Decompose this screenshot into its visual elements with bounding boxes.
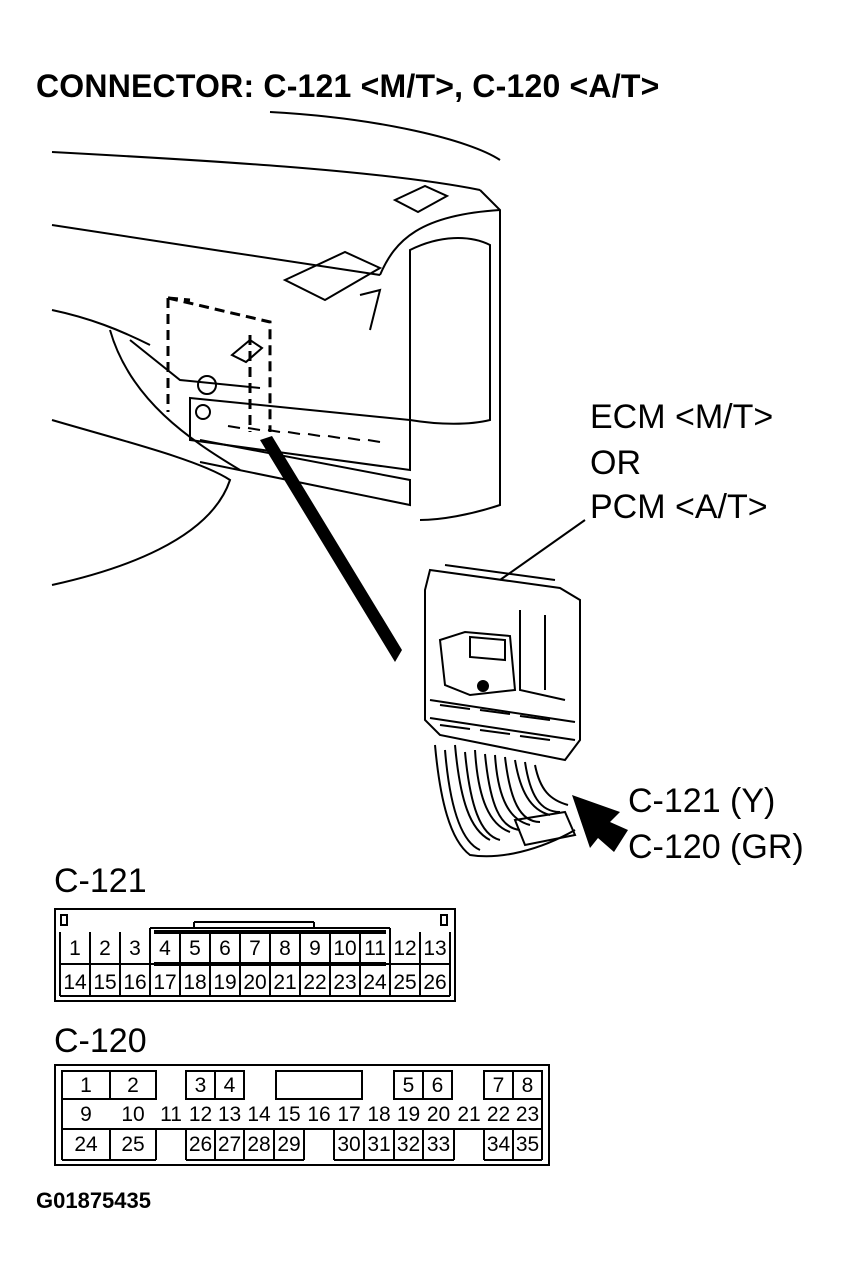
c120-pin: 25 — [121, 1133, 145, 1156]
c120-pin: 18 — [367, 1103, 391, 1126]
c120-pin: 23 — [515, 1103, 540, 1126]
c120-pin: 24 — [74, 1133, 98, 1156]
c121-title: C-121 — [54, 862, 147, 900]
c120-pin: 3 — [194, 1074, 207, 1097]
c121-pin: 24 — [363, 971, 387, 994]
c121-pin: 16 — [123, 971, 147, 994]
callout-ecm: ECM <M/T> — [590, 398, 774, 436]
callout-or: OR — [590, 444, 641, 482]
c121-pin: 12 — [393, 937, 417, 960]
c121-pin: 8 — [279, 937, 291, 960]
c121-pin: 20 — [243, 971, 267, 994]
c121-pin: 9 — [309, 937, 321, 960]
c121-pin: 6 — [219, 937, 231, 960]
label-c121-color: C-121 (Y) — [628, 782, 776, 820]
c120-pin: 10 — [121, 1103, 145, 1126]
c120-pin: 12 — [188, 1103, 213, 1126]
dashboard-ecm-illustration — [51, 111, 628, 858]
c121-connector-face: 1 2 3 4 5 6 7 8 9 10 11 12 13 14 15 16 1… — [54, 908, 456, 1004]
c121-pin: 14 — [63, 971, 87, 994]
c120-pin: 8 — [521, 1074, 534, 1097]
diagram-title: CONNECTOR: C-121 <M/T>, C-120 <A/T> — [36, 68, 660, 104]
callout-pcm: PCM <A/T> — [590, 488, 768, 526]
c120-pin: 17 — [337, 1103, 361, 1126]
c120-pin: 6 — [431, 1074, 444, 1097]
c121-pin: 4 — [159, 937, 171, 960]
c120-pin: 2 — [127, 1074, 139, 1097]
c121-pin: 18 — [183, 971, 207, 994]
c120-pin: 15 — [277, 1103, 301, 1126]
c121-pin: 11 — [364, 937, 386, 960]
c121-pin: 2 — [99, 937, 111, 960]
c120-title: C-120 — [54, 1022, 147, 1060]
c121-pin: 22 — [303, 971, 327, 994]
figure-id: G01875435 — [36, 1188, 151, 1213]
c121-pin: 26 — [423, 971, 447, 994]
c121-pin: 25 — [393, 971, 417, 994]
c120-pin: 27 — [217, 1133, 242, 1156]
c120-pin: 33 — [426, 1133, 451, 1156]
c121-pin: 13 — [423, 937, 447, 960]
c120-pin: 22 — [486, 1103, 511, 1126]
c120-pin: 4 — [223, 1074, 236, 1097]
c121-pin: 17 — [153, 971, 177, 994]
c120-pin: 21 — [457, 1103, 481, 1126]
c120-pin: 28 — [247, 1133, 271, 1156]
c120-pin: 19 — [396, 1103, 421, 1126]
c121-pin: 19 — [213, 971, 237, 994]
c120-pin: 35 — [515, 1133, 540, 1156]
c120-pin: 30 — [337, 1133, 361, 1156]
c120-pin: 11 — [160, 1103, 182, 1126]
c121-pin: 10 — [333, 937, 357, 960]
c120-pin: 31 — [367, 1133, 391, 1156]
c121-pin: 15 — [93, 971, 117, 994]
c120-pin: 5 — [402, 1074, 415, 1097]
c120-pin: 29 — [277, 1133, 301, 1156]
c120-pin: 20 — [426, 1103, 451, 1126]
c120-pin: 13 — [217, 1103, 242, 1126]
c120-pin: 1 — [80, 1074, 92, 1097]
c121-pin: 23 — [333, 971, 357, 994]
c120-pin: 9 — [80, 1103, 92, 1126]
c120-pin: 7 — [492, 1074, 505, 1097]
c120-pin: 16 — [307, 1103, 331, 1126]
c121-pin: 1 — [69, 937, 81, 960]
c120-pin: 32 — [396, 1133, 421, 1156]
c120-pin: 14 — [247, 1103, 271, 1126]
c120-connector-face: 1 2 3 4 5 6 7 8 9 10 11 12 13 14 15 16 1… — [54, 1064, 550, 1168]
label-c120-color: C-120 (GR) — [628, 828, 804, 866]
c121-pin: 5 — [189, 937, 201, 960]
c121-pin: 21 — [273, 971, 297, 994]
c121-pin: 3 — [129, 937, 141, 960]
c120-pin: 34 — [486, 1133, 511, 1156]
c120-pin: 26 — [188, 1133, 213, 1156]
c121-pin: 7 — [249, 937, 261, 960]
